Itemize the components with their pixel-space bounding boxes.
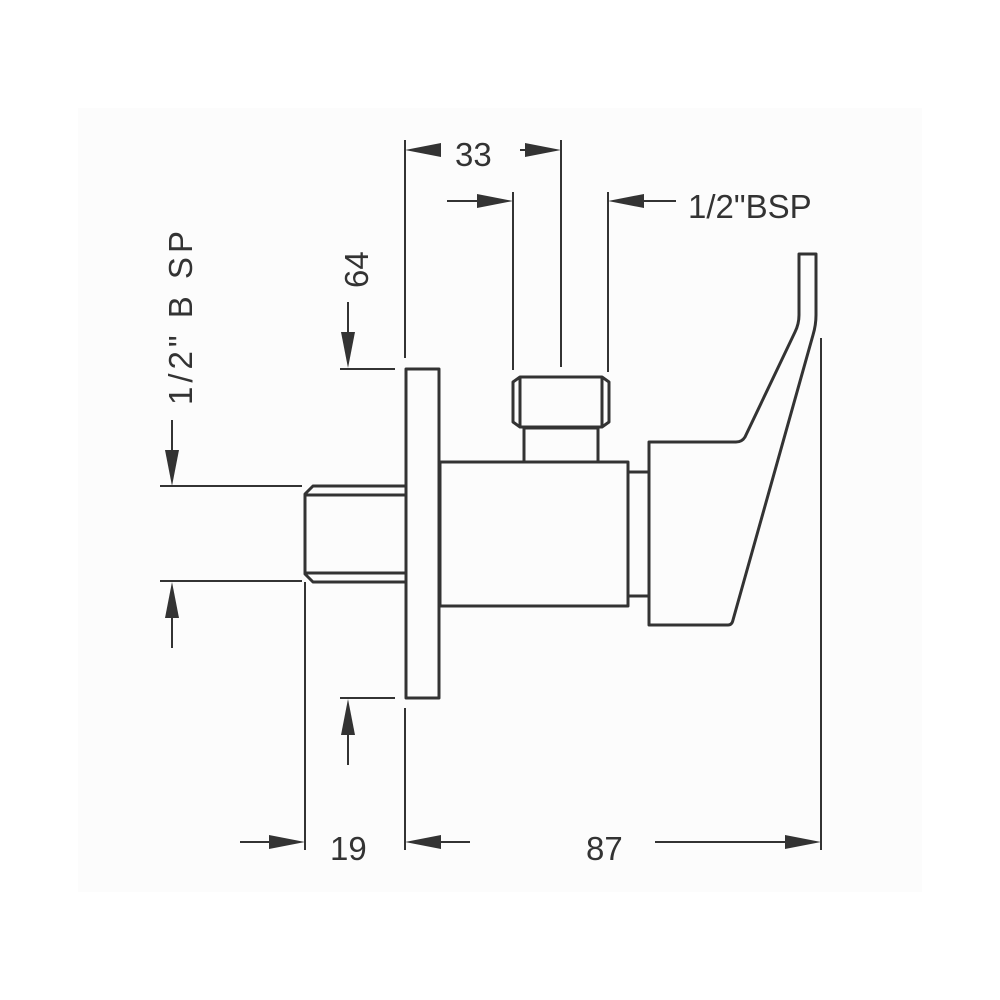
dimension-label-64: 64	[338, 251, 375, 288]
dimension-label-inlet-thread: 1/2" B SP	[162, 227, 199, 405]
handle-collar	[628, 470, 649, 598]
dimension-label-19: 19	[330, 830, 367, 867]
dimension-33: 33	[404, 136, 562, 367]
dimension-inlet-thread: 1/2" B SP	[160, 227, 302, 648]
dimension-64: 64	[338, 251, 395, 765]
dimension-label-top-thread: 1/2"BSP	[688, 188, 812, 225]
dimension-label-87: 87	[586, 830, 623, 867]
valve-body	[438, 460, 630, 608]
dimension-top-thread: 1/2"BSP	[447, 188, 812, 372]
lever-handle	[647, 252, 818, 627]
outlet-nut	[511, 375, 611, 429]
inlet-pipe	[303, 484, 406, 584]
wall-flange	[404, 367, 441, 700]
outlet-stem	[522, 426, 600, 464]
dimension-label-33: 33	[455, 136, 492, 173]
drawing-frame	[78, 108, 922, 892]
dimension-87: 87	[404, 338, 822, 867]
dimension-19: 19	[240, 582, 367, 867]
valve-geometry	[303, 252, 818, 700]
